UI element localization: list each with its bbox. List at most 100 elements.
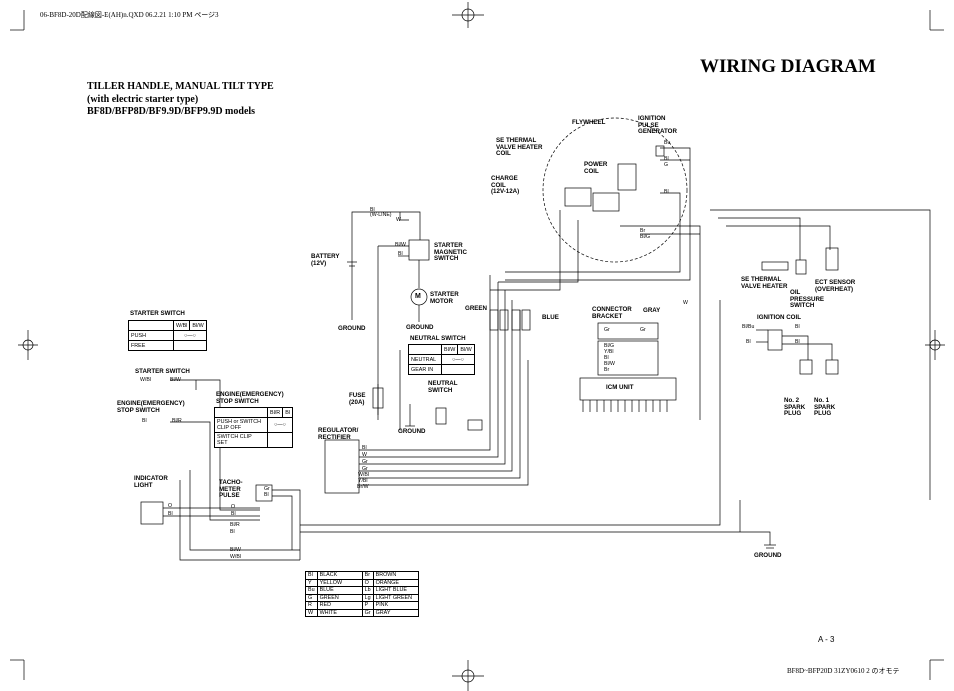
wire-label-blw-starter: Bl/W: [170, 377, 181, 383]
wire-label-bl-light: Bl: [168, 511, 173, 517]
connector-bracket-label: CONNECTOR BRACKET: [592, 306, 632, 320]
wire-label-bl-conn: Bl: [604, 355, 609, 361]
footer-info: BF8D~BFP20D 31ZY0610 2 のオモテ: [787, 667, 900, 675]
neutral-switch-table-title: NEUTRAL SWITCH: [410, 335, 466, 342]
legend-code: Lb: [361, 586, 374, 595]
neutral-switch-row-gear-in: GEAR IN: [408, 364, 442, 375]
wire-label-o-tach: O: [231, 504, 236, 510]
subtitle-line-1: TILLER HANDLE, MANUAL TILT TYPE: [87, 81, 274, 92]
legend-color: GRAY: [372, 608, 419, 617]
motor-symbol: M: [415, 293, 421, 300]
page-number: A - 3: [818, 635, 835, 644]
ignition-pulse-generator-label: IGNITION PULSE GENERATOR: [638, 115, 677, 135]
legend-row: R RED P PINK: [305, 601, 419, 610]
legend-code: W: [305, 608, 318, 617]
stop-switch-row-set: SWITCH CLIP SET: [214, 432, 268, 448]
stop-switch-table: Bl/R Bl PUSH or SWITCH CLIP OFF ○—○ SWIT…: [214, 407, 293, 448]
legend-row: Y YELLOW O ORANGE: [305, 578, 419, 587]
wire-label-bl-wline: Bl (W-LINE): [370, 207, 392, 219]
ground-label-starter: GROUND: [406, 324, 434, 331]
wire-label-br: Br: [640, 228, 646, 234]
ground-label-right: GROUND: [754, 552, 782, 559]
wire-label-bl-loop: Bl: [230, 529, 235, 535]
wire-label-blg: Bl/G: [640, 234, 651, 240]
starter-switch-free-connection: [173, 340, 207, 351]
green-connector-label: GREEN: [465, 305, 488, 312]
wire-label-wbl-starter: W/Bl: [140, 377, 151, 383]
regulator-rectifier-label: REGULATOR/ RECTIFIER: [318, 427, 359, 441]
ect-sensor-label: ECT SENSOR (OVERHEAT): [815, 279, 856, 293]
wire-label-blr-stop: Bl/R: [172, 418, 182, 424]
wire-label-bl-power: Bl: [664, 189, 669, 195]
power-coil-label: POWER COIL: [584, 161, 608, 175]
wire-label-bl-tach: Bl: [264, 492, 269, 498]
wire-label-bl-reg: Bl: [362, 445, 367, 451]
stop-switch-table-title: ENGINE(EMERGENCY) STOP SWITCH: [216, 391, 284, 405]
wire-label-blbu: Bl/Bu: [742, 324, 755, 330]
charge-coil-label: CHARGE COIL (12V-12A): [491, 175, 520, 195]
legend-color: BLACK: [316, 571, 363, 580]
neutral-switch-table: Bl/W Bl/W NEUTRAL ○—○ GEAR IN: [408, 344, 475, 375]
wire-label-gr-reg-2: Gr: [362, 466, 368, 472]
starter-switch-row-free: FREE: [128, 340, 174, 351]
wire-label-blw: Bl/W: [395, 242, 406, 248]
legend-code: G: [305, 593, 318, 602]
wire-label-brw-reg: Br/W: [357, 484, 369, 490]
starter-switch-label: STARTER SWITCH: [135, 368, 190, 375]
ground-label-battery: GROUND: [338, 325, 366, 332]
legend-color: WHITE: [316, 608, 363, 617]
neutral-switch-neutral-connection: ○—○: [441, 354, 475, 365]
gray-connector-label: GRAY: [643, 307, 661, 314]
spark-plug-2-label: No. 2 SPARK PLUG: [784, 397, 806, 417]
ground-label-neutral: GROUND: [398, 428, 426, 435]
wire-label-gr-tach: Gr: [264, 486, 270, 492]
legend-color: LIGHT GREEN: [372, 593, 419, 602]
spark-plug-1-label: No. 1 SPARK PLUG: [814, 397, 836, 417]
starter-switch-header-blw: Bl/W: [189, 320, 207, 331]
neutral-switch-gear-in-connection: [441, 364, 475, 375]
legend-code: Y: [305, 578, 318, 587]
wire-label-bl-coil: Bl: [746, 339, 751, 345]
legend-code: R: [305, 601, 318, 610]
wire-label-blw-conn: Bl/W: [604, 361, 615, 367]
starter-switch-table-title: STARTER SWITCH: [130, 310, 185, 317]
legend-code: Bl: [305, 571, 318, 580]
legend-color: PINK: [372, 601, 419, 610]
legend-row: Bl BLACK Br BROWN: [305, 571, 419, 580]
stop-switch-header-bl: Bl: [282, 407, 293, 418]
neutral-switch-label: NEUTRAL SWITCH: [428, 380, 458, 394]
starter-switch-table: W/Bl Bl/W PUSH ○—○ FREE: [128, 320, 207, 351]
wire-label-br-conn: Br: [604, 367, 610, 373]
blue-connector-label: BLUE: [542, 314, 559, 321]
wire-label-wbl-reg: W/Bl: [358, 472, 369, 478]
stop-switch-set-connection: [267, 432, 293, 448]
fuse-label: FUSE (20A): [349, 392, 366, 406]
legend-color: YELLOW: [316, 578, 363, 587]
wire-label-w-reg: W: [362, 452, 367, 458]
engine-stop-switch-label: ENGINE(EMERGENCY) STOP SWITCH: [117, 400, 185, 414]
legend-color: GREEN: [316, 593, 363, 602]
wire-label-gr-reg: Gr: [362, 459, 368, 465]
wire-label-bu: Bu: [664, 140, 671, 146]
wire-label-blg-conn: Bl/G: [604, 343, 615, 349]
wire-label-bl-stop: Bl: [142, 418, 147, 424]
legend-color: RED: [316, 601, 363, 610]
starter-switch-row-push: PUSH: [128, 330, 174, 341]
legend-code: Bu: [305, 586, 318, 595]
battery-label: BATTERY (12V): [311, 253, 340, 267]
page-title: WIRING DIAGRAM: [700, 56, 876, 77]
legend-code: Lg: [361, 593, 374, 602]
se-thermal-valve-heater-coil-label: SE THERMAL VALVE HEATER COIL: [496, 137, 543, 157]
legend-color: BROWN: [372, 571, 419, 580]
wire-label-bl-coil-out-2: Bl: [795, 339, 800, 345]
wire-label-gr: Gr: [604, 327, 610, 333]
wire-label-g: G: [664, 162, 669, 168]
wire-label-blw-loop: Bl/W: [230, 547, 241, 553]
indicator-light-label: INDICATOR LIGHT: [134, 475, 168, 489]
legend-row: W WHITE Gr GRAY: [305, 608, 419, 617]
tachometer-pulse-label: TACHO- METER PULSE: [219, 479, 243, 499]
icm-unit-label: ICM UNIT: [606, 384, 634, 391]
flywheel-label: FLYWHEEL: [572, 119, 606, 126]
legend-row: Bu BLUE Lb LIGHT BLUE: [305, 586, 419, 595]
